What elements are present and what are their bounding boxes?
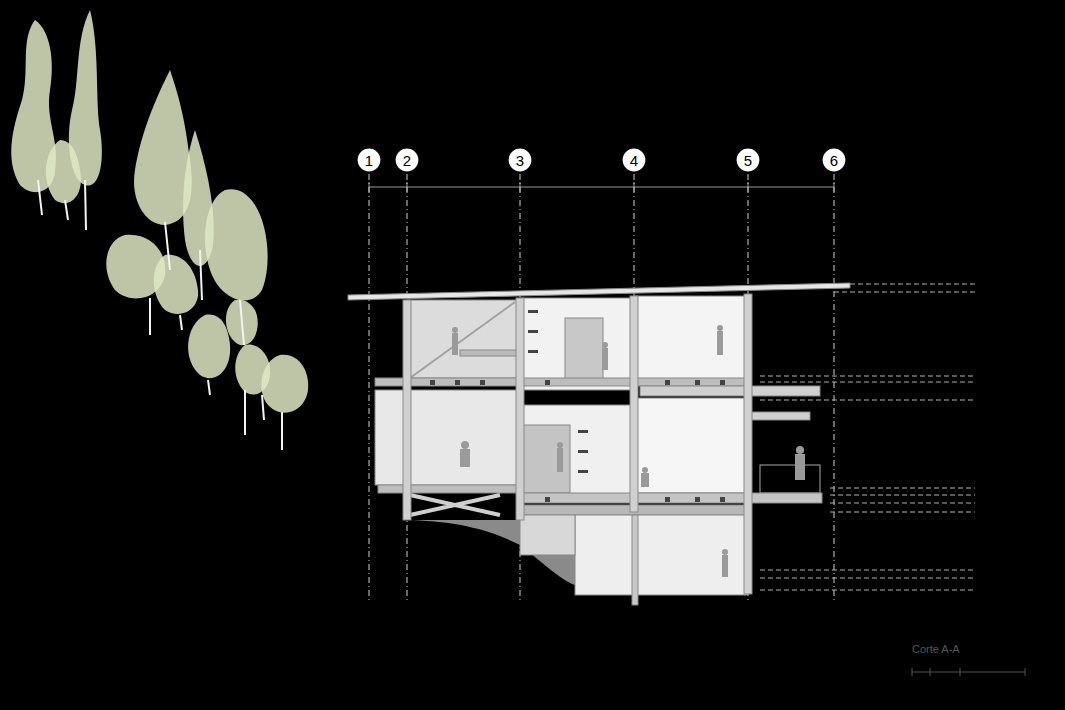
grid-number: 4 [630, 152, 638, 169]
grid-bubble: 6 [821, 147, 847, 173]
scale-bar [912, 668, 1025, 676]
grid-number: 1 [365, 152, 373, 169]
grid-bubble: 1 [356, 147, 382, 173]
section-title: Corte A-A [912, 643, 960, 655]
building [348, 283, 850, 605]
tree-trunks [38, 180, 282, 450]
grid-bubble: 3 [507, 147, 533, 173]
level-lines [760, 284, 975, 590]
grid-number: 2 [403, 152, 411, 169]
dimension-line [369, 182, 834, 192]
people-figures [452, 325, 805, 577]
grid-bubble: 2 [394, 147, 420, 173]
grid-number: 3 [516, 152, 524, 169]
grid-number: 6 [830, 152, 838, 169]
grid-bubble: 5 [735, 147, 761, 173]
trees [11, 10, 308, 413]
grid-bubble: 4 [621, 147, 647, 173]
grid-lines [369, 174, 834, 600]
grid-number: 5 [744, 152, 752, 169]
